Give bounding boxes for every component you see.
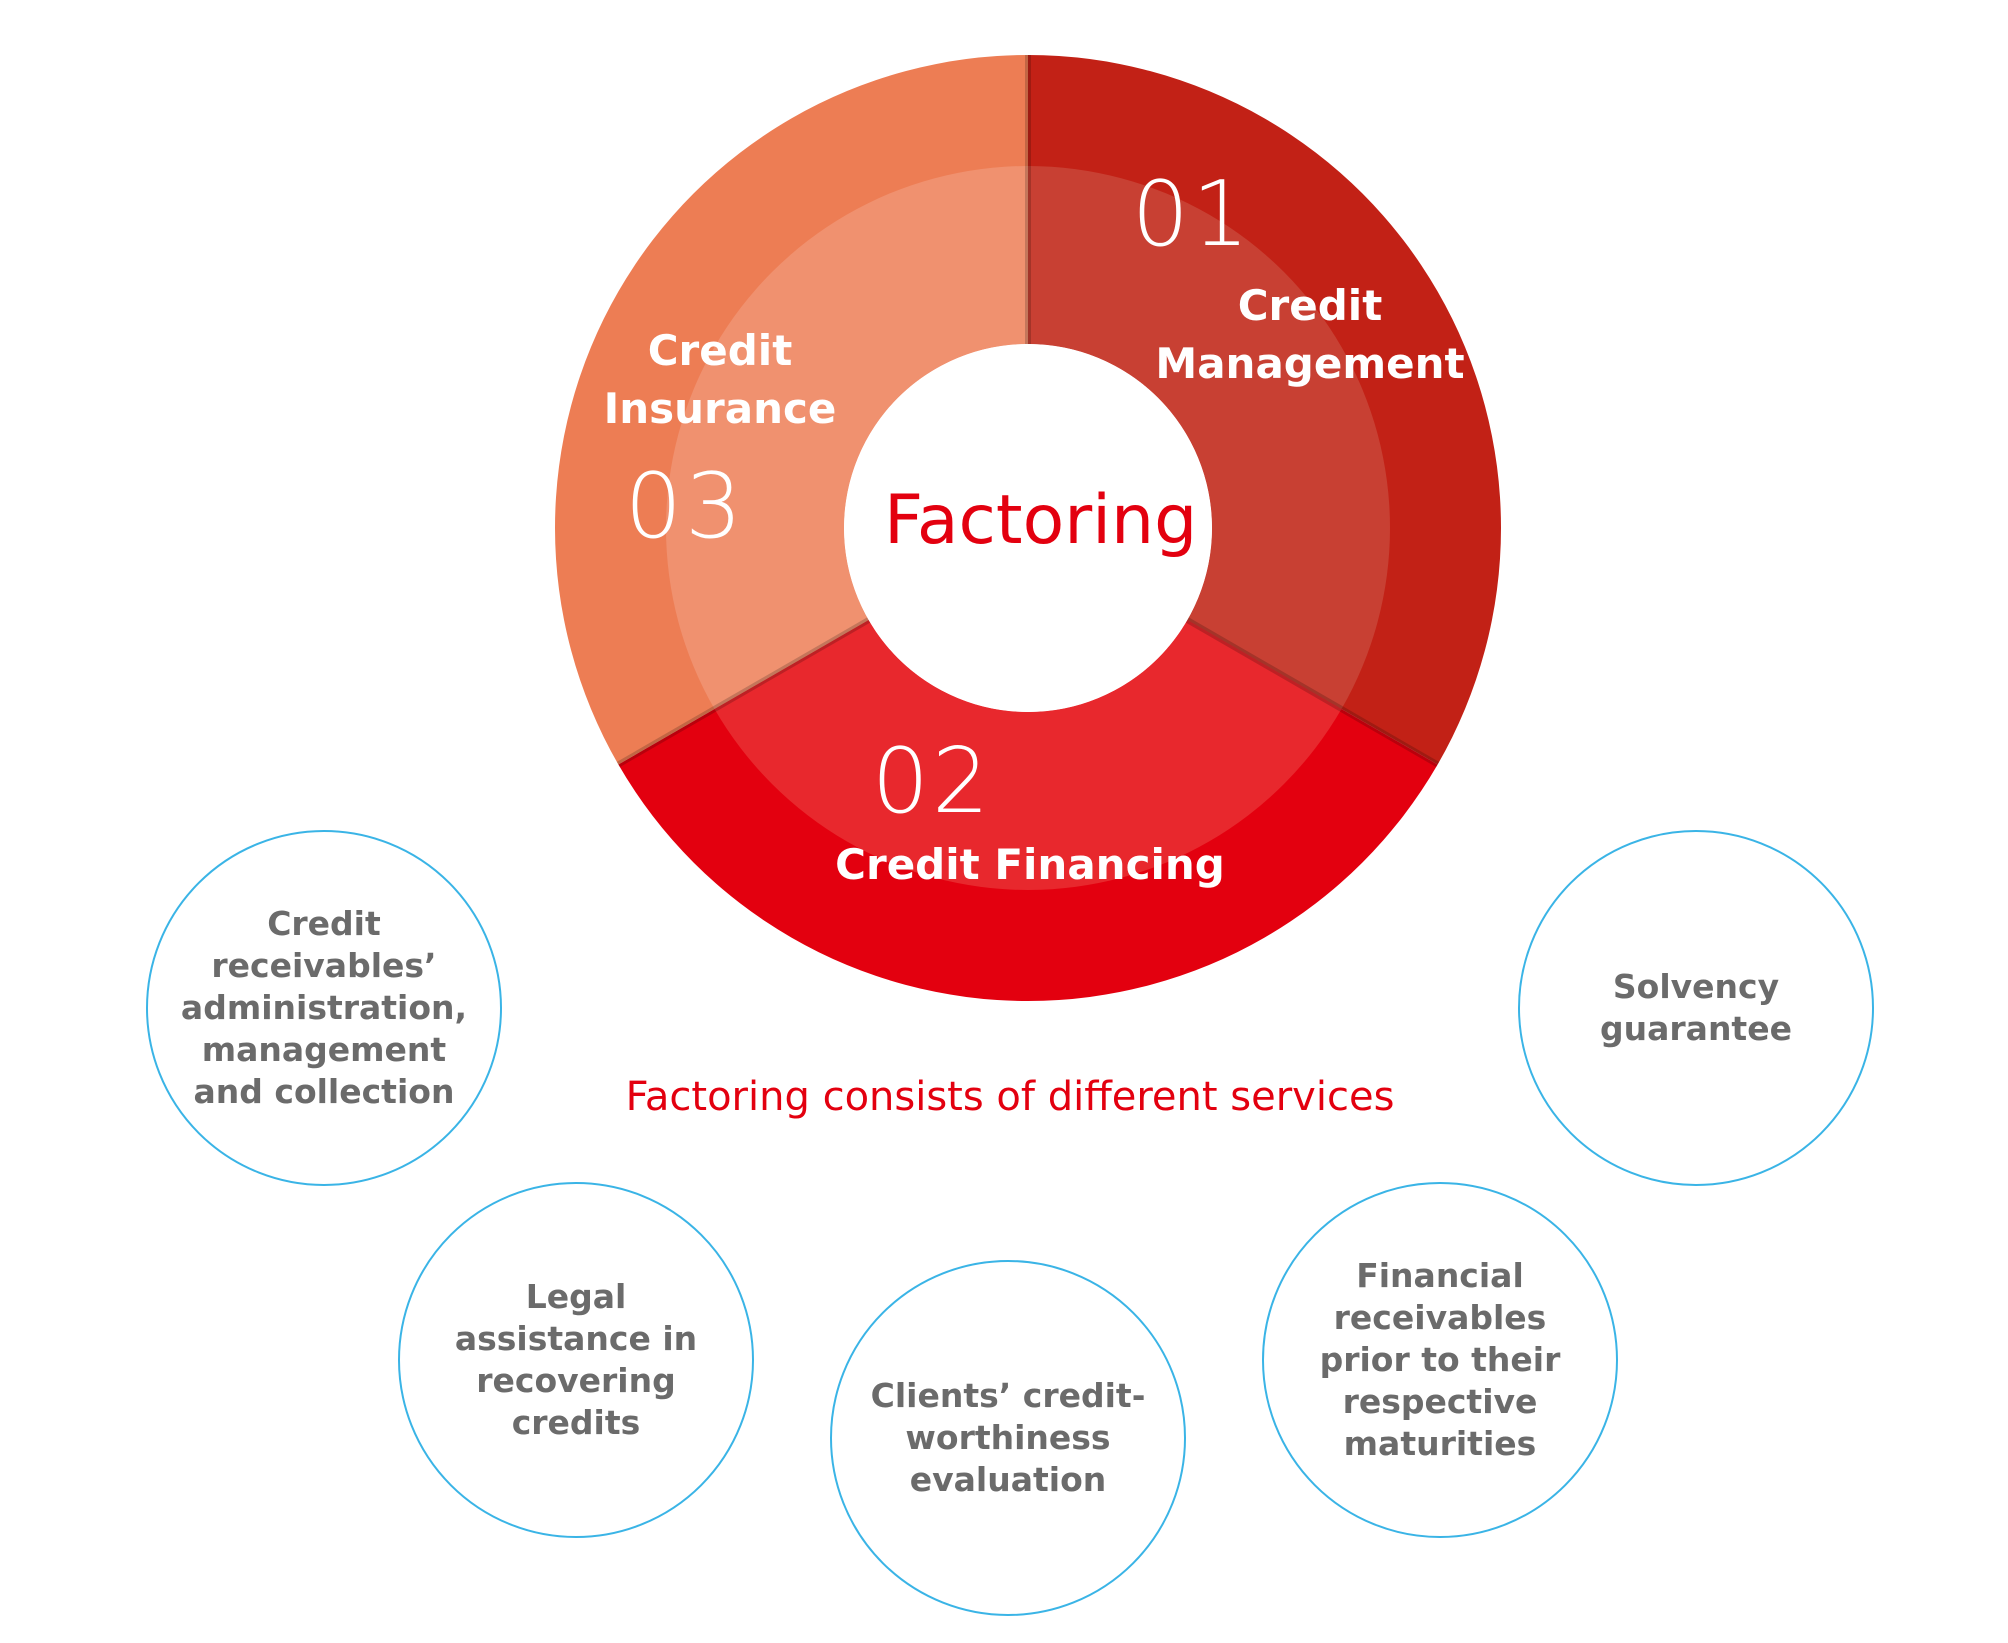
service-text: Financial receivables prior to their res… — [1319, 1256, 1561, 1463]
segment-credit-financing-inner — [714, 620, 1342, 891]
segment-title-credit-management: Credit Management — [1155, 281, 1465, 388]
segment-title-credit-insurance: Credit Insurance — [603, 326, 837, 433]
service-bubble-legal-assistance: Legal assistance in recovering credits — [398, 1182, 754, 1538]
service-bubble-creditworthiness: Clients’ credit- worthiness evaluation — [830, 1260, 1186, 1616]
center-title: Factoring — [884, 481, 1198, 560]
segment-divider — [1185, 617, 1440, 768]
service-bubble-financial-receivables: Financial receivables prior to their res… — [1262, 1182, 1618, 1538]
service-bubble-receivables-management: Credit receivables’ administration, mana… — [146, 830, 502, 1186]
center-hub — [844, 344, 1212, 712]
segment-title-credit-financing: Credit Financing — [835, 840, 1225, 889]
segment-divider — [616, 617, 871, 768]
segment-number-02: 02 — [871, 729, 993, 834]
service-text: Solvency guarantee — [1600, 967, 1792, 1048]
segment-number-03: 03 — [624, 454, 746, 559]
segment-number-01: 01 — [1131, 162, 1253, 267]
service-bubble-solvency-guarantee: Solvency guarantee — [1518, 830, 1874, 1186]
diagram-caption: Factoring consists of different services — [625, 1074, 1395, 1120]
service-text: Credit receivables’ administration, mana… — [180, 904, 468, 1111]
service-text: Clients’ credit- worthiness evaluation — [870, 1376, 1146, 1499]
service-text: Legal assistance in recovering credits — [454, 1277, 698, 1442]
segment-credit-insurance-inner — [665, 166, 1028, 709]
segment-credit-management-inner — [1028, 166, 1390, 709]
